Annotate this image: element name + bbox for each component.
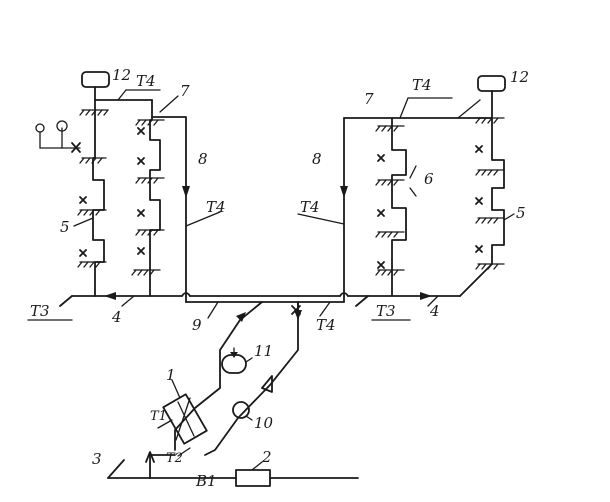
leader-1 bbox=[171, 379, 181, 399]
return-feed-line bbox=[204, 301, 299, 456]
leader-t4-mid-left bbox=[185, 211, 221, 227]
label-12-left: 12 bbox=[112, 66, 131, 84]
label-12-right: 12 bbox=[510, 68, 529, 86]
label-5-right: 5 bbox=[516, 204, 526, 222]
tap-icon-1 bbox=[35, 123, 45, 133]
label-6: 6 bbox=[424, 170, 434, 188]
leader-12-right bbox=[457, 99, 481, 119]
cold-feed-up bbox=[149, 454, 176, 479]
label-t4-mid-right: T4 bbox=[300, 198, 320, 216]
t4-leader-tr bbox=[399, 97, 409, 119]
label-7-right: 7 bbox=[364, 90, 374, 108]
flow-arrow-right-down bbox=[340, 186, 348, 198]
air-vent-right bbox=[477, 75, 506, 92]
label-10: 10 bbox=[254, 414, 274, 432]
leader-t4-mid-right bbox=[297, 213, 345, 225]
heater-unit bbox=[107, 301, 359, 487]
leader-10 bbox=[245, 415, 253, 421]
leader-5-left bbox=[73, 217, 94, 227]
leader-9 bbox=[207, 301, 219, 319]
label-3: 3 bbox=[92, 450, 102, 468]
label-t4-top-right: T4 bbox=[412, 76, 432, 94]
riser-6-right bbox=[391, 117, 407, 297]
flow-arrow-feed bbox=[236, 312, 246, 322]
t3-leader-right bbox=[355, 295, 369, 307]
leader-5-right bbox=[503, 213, 515, 221]
flow-arrow-return bbox=[294, 310, 302, 320]
label-4-right: 4 bbox=[429, 302, 440, 320]
label-t4-bottom: T4 bbox=[316, 316, 336, 334]
exchanger-cross bbox=[175, 397, 195, 441]
valve-icon-mixer bbox=[71, 142, 81, 153]
fixture-hatches-right bbox=[375, 117, 505, 276]
label-leaders bbox=[27, 89, 515, 471]
label-t3-right: T3 bbox=[376, 302, 396, 320]
fixture-hatches-left bbox=[77, 109, 109, 268]
label-8-left: 8 bbox=[198, 150, 208, 168]
leader-t4-bottom bbox=[319, 301, 331, 317]
t4-leader-tl bbox=[117, 89, 127, 101]
leader-2 bbox=[251, 461, 263, 471]
bottom-mains bbox=[59, 263, 493, 315]
cold-feed-arrow bbox=[145, 451, 155, 463]
right-riser-group bbox=[340, 75, 506, 307]
main-rise-right bbox=[459, 263, 493, 297]
label-7-left: 7 bbox=[180, 82, 190, 100]
flow-arrow-left-main bbox=[104, 292, 116, 300]
label-2: 2 bbox=[261, 448, 272, 466]
flow-arrow-left-down bbox=[182, 186, 190, 198]
riser-5-left bbox=[92, 99, 105, 297]
pump-10 bbox=[232, 401, 250, 419]
t3-leader-left bbox=[59, 295, 73, 307]
label-9: 9 bbox=[192, 316, 202, 334]
label-3-leader bbox=[107, 459, 125, 479]
label-t4-mid-left: T4 bbox=[206, 198, 226, 216]
label-5-left: 5 bbox=[60, 218, 70, 236]
flow-arrow-right-main bbox=[420, 292, 432, 300]
riser-5-right bbox=[491, 117, 505, 265]
crossover-left bbox=[181, 292, 191, 297]
label-4-left: 4 bbox=[111, 308, 122, 326]
leader-4-right bbox=[427, 295, 439, 307]
leader-7-left bbox=[159, 95, 179, 113]
fixture-hatches-inner-left bbox=[131, 119, 165, 276]
leader-t2 bbox=[177, 447, 191, 457]
labels: 12 T4 7 8 T4 5 T3 4 9 T4 T3 4 7 T4 12 8 … bbox=[30, 66, 529, 490]
tank-arrow bbox=[230, 352, 238, 358]
label-t2: T2 bbox=[166, 451, 183, 466]
label-t1: T1 bbox=[150, 409, 167, 424]
label-b1: B1 bbox=[195, 472, 217, 490]
heat-exchanger-1 bbox=[162, 393, 208, 445]
label-t4-top-left: T4 bbox=[136, 72, 156, 90]
leader-4-left bbox=[121, 295, 135, 307]
label-8-right: 8 bbox=[312, 150, 322, 168]
check-valve bbox=[261, 375, 273, 393]
riser-6-left bbox=[149, 99, 161, 297]
valves-riser-right bbox=[377, 145, 483, 269]
circulation-riser-8-left bbox=[151, 116, 187, 297]
leader-6-b bbox=[409, 187, 417, 197]
leader-t1 bbox=[157, 419, 173, 429]
air-vent-left bbox=[81, 71, 110, 88]
shower-icon bbox=[56, 120, 68, 132]
meter-2 bbox=[235, 469, 271, 487]
label-1: 1 bbox=[166, 366, 176, 384]
label-t3-left: T3 bbox=[30, 302, 50, 320]
leader-6-a bbox=[409, 165, 417, 179]
label-11: 11 bbox=[254, 342, 273, 360]
left-riser-group bbox=[35, 71, 190, 297]
leader-11 bbox=[245, 357, 253, 363]
valves-riser-left bbox=[79, 127, 145, 257]
supply-feed-line bbox=[174, 301, 263, 451]
